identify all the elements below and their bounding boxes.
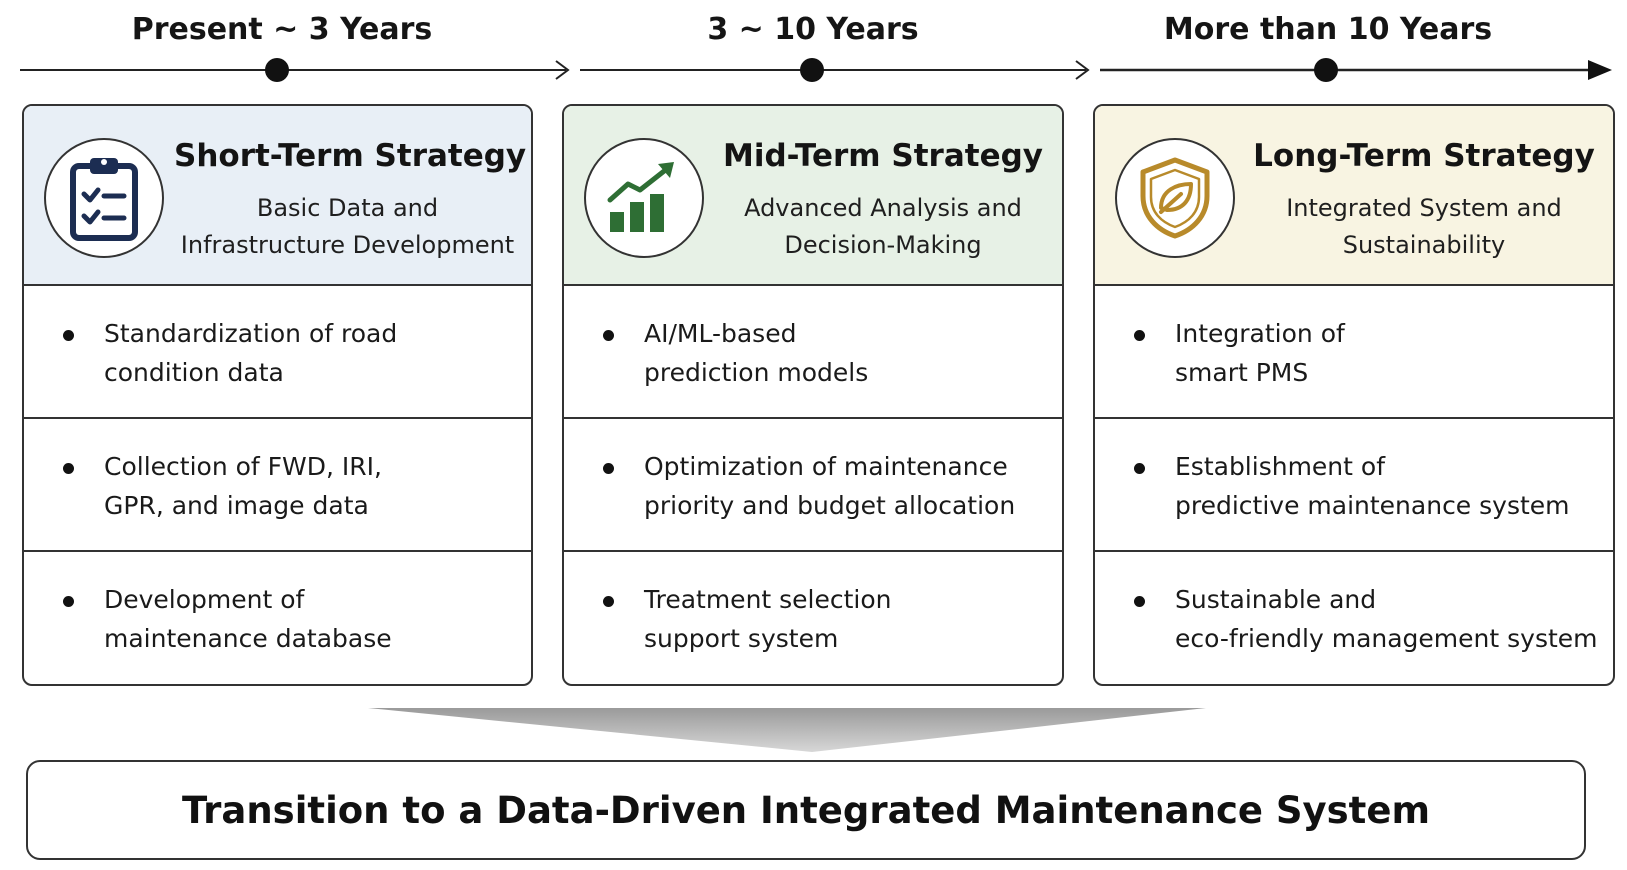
- timeline-marker-short: [265, 58, 289, 82]
- bullet: [63, 463, 74, 474]
- period-label-mid: 3 ~ 10 Years: [707, 12, 919, 47]
- strategy-card-long-term: Long-Term Strategy Integrated System and…: [1093, 104, 1615, 686]
- timeline-marker-long: [1314, 58, 1338, 82]
- icon-badge: [1115, 138, 1235, 258]
- list-item: Collection of FWD, IRI,GPR, and image da…: [24, 419, 531, 552]
- card-subtitle: Integrated System and Sustainability: [1286, 194, 1562, 259]
- clipboard-checklist-icon: [70, 158, 138, 241]
- growth-chart-icon: [607, 162, 674, 232]
- period-label-long: More than 10 Years: [1163, 12, 1493, 47]
- card-header: Mid-Term Strategy Advanced Analysis and …: [564, 106, 1062, 286]
- bullet: [1134, 596, 1145, 607]
- icon-badge: [44, 138, 164, 258]
- period-label-short: Present ~ 3 Years: [131, 12, 433, 47]
- timeline-axis: [20, 58, 1612, 82]
- bullet: [63, 330, 74, 341]
- converge-arrow: [368, 708, 1206, 752]
- card-title: Long-Term Strategy: [1253, 138, 1595, 174]
- bullet: [603, 330, 614, 341]
- bullet: [63, 596, 74, 607]
- bullet: [603, 596, 614, 607]
- conclusion-text: Transition to a Data-Driven Integrated M…: [181, 788, 1431, 832]
- card-header: Short-Term Strategy Basic Data and Infra…: [24, 106, 531, 286]
- icon-badge: [584, 138, 704, 258]
- conclusion-banner: Transition to a Data-Driven Integrated M…: [26, 760, 1586, 860]
- strategy-card-short-term: Short-Term Strategy Basic Data and Infra…: [22, 104, 533, 686]
- bullet: [1134, 463, 1145, 474]
- timeline: Present ~ 3 Years 3 ~ 10 Years More than…: [0, 0, 1627, 90]
- card-title: Short-Term Strategy: [174, 138, 527, 174]
- bullet: [1134, 330, 1145, 341]
- strategy-card-mid-term: Mid-Term Strategy Advanced Analysis and …: [562, 104, 1064, 686]
- card-title: Mid-Term Strategy: [722, 138, 1043, 174]
- card-subtitle: Advanced Analysis and Decision-Making: [744, 194, 1022, 259]
- timeline-marker-mid: [800, 58, 824, 82]
- bullet: [603, 463, 614, 474]
- card-header: Long-Term Strategy Integrated System and…: [1095, 106, 1613, 286]
- shield-leaf-icon: [1140, 157, 1210, 239]
- card-subtitle: Basic Data and Infrastructure Developmen…: [180, 194, 515, 259]
